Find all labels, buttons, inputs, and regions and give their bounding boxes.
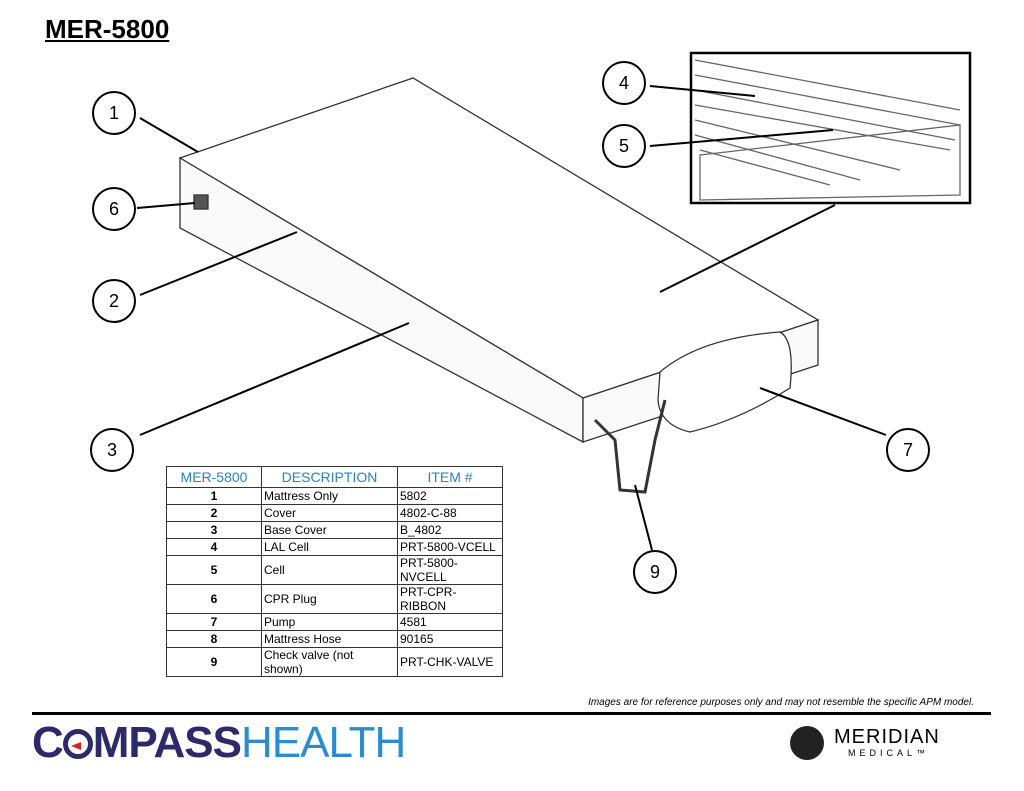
callout-5: 5	[602, 124, 646, 168]
cell-desc: Mattress Only	[261, 487, 398, 505]
cell-num: 5	[166, 555, 262, 585]
cell-num: 2	[166, 504, 262, 522]
cell-desc: Base Cover	[261, 521, 398, 539]
cell-item: 5802	[397, 487, 503, 505]
cell-item: B_4802	[397, 521, 503, 539]
disclaimer: Images are for reference purposes only a…	[588, 697, 974, 708]
cell-desc: Cell	[261, 555, 398, 585]
cell-num: 9	[166, 647, 262, 677]
cell-item: 4802-C-88	[397, 504, 503, 522]
cell-num: 7	[166, 613, 262, 631]
callout-3: 3	[90, 428, 134, 472]
cell-num: 3	[166, 521, 262, 539]
callout-7: 7	[886, 428, 930, 472]
cell-desc: Pump	[261, 613, 398, 631]
cell-num: 6	[166, 584, 262, 614]
cell-num: 1	[166, 487, 262, 505]
cpr-plug	[193, 194, 209, 210]
pump	[657, 331, 792, 433]
meridian-icon	[790, 726, 824, 760]
cell-item: 90165	[397, 630, 503, 648]
footer-divider	[32, 712, 991, 715]
callout-9: 9	[633, 550, 677, 594]
header-description: DESCRIPTION	[261, 466, 398, 488]
cell-item: PRT-5800-VCELL	[397, 538, 503, 556]
callout-2: 2	[92, 279, 136, 323]
callout-4: 4	[602, 61, 646, 105]
page-title: MER-5800	[45, 14, 170, 44]
cell-item: PRT-CHK-VALVE	[397, 647, 503, 677]
cell-item: PRT-5800-NVCELL	[397, 555, 503, 585]
callout-1: 1	[92, 91, 136, 135]
header-item: ITEM #	[397, 466, 503, 488]
leader-lines	[136, 85, 887, 551]
inset-cells	[694, 59, 961, 201]
cell-desc: LAL Cell	[261, 538, 398, 556]
table-header: MER-5800 DESCRIPTION ITEM #	[166, 466, 503, 488]
cell-num: 8	[166, 630, 262, 648]
cell-item: PRT-CPR-RIBBON	[397, 584, 503, 614]
hose	[593, 399, 667, 494]
cell-desc: Mattress Hose	[261, 630, 398, 648]
header-model: MER-5800	[166, 466, 262, 488]
callout-6: 6	[92, 187, 136, 231]
cell-item: 4581	[397, 613, 503, 631]
cell-desc: Cover	[261, 504, 398, 522]
cell-desc: CPR Plug	[261, 584, 398, 614]
cell-desc: Check valve (not shown)	[261, 647, 398, 677]
compass-icon	[62, 729, 93, 759]
inset-box	[689, 51, 972, 205]
cell-num: 4	[166, 538, 262, 556]
